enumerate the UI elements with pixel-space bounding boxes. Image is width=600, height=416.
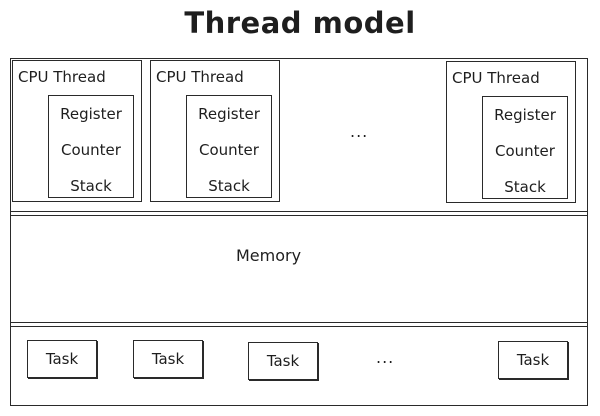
separator-threads-memory [11,211,588,212]
diagram-title: Thread model [184,6,416,40]
counter-label: Counter [495,142,555,160]
task-box: Task [27,340,97,378]
separator-memory-tasks-2 [11,326,587,327]
thread-state-box: Register Counter Stack [48,95,134,198]
outer-frame [10,58,588,406]
memory-label: Memory [236,246,302,265]
stack-label: Stack [208,177,250,195]
task-box: Task [498,341,568,379]
cpu-thread-box: CPU Thread Register Counter Stack [150,60,280,202]
task-label: Task [45,350,79,368]
register-label: Register [198,105,260,123]
task-box: Task [248,342,318,380]
task-box: Task [133,340,203,378]
stack-label: Stack [70,177,112,195]
separator-threads-memory-2 [11,215,587,216]
cpu-thread-label: CPU Thread [18,68,106,86]
thread-state-box: Register Counter Stack [482,96,568,199]
counter-label: Counter [61,141,121,159]
threads-ellipsis: ... [350,122,369,141]
tasks-ellipsis: ... [376,348,395,367]
cpu-thread-label: CPU Thread [156,68,244,86]
cpu-thread-label: CPU Thread [452,69,540,87]
task-label: Task [266,352,300,370]
task-label: Task [151,350,185,368]
register-label: Register [60,105,122,123]
thread-state-box: Register Counter Stack [186,95,272,198]
cpu-thread-box: CPU Thread Register Counter Stack [12,60,142,202]
counter-label: Counter [199,141,259,159]
separator-memory-tasks [11,322,588,323]
stack-label: Stack [504,178,546,196]
register-label: Register [494,106,556,124]
cpu-thread-box: CPU Thread Register Counter Stack [446,61,576,203]
task-label: Task [516,351,550,369]
